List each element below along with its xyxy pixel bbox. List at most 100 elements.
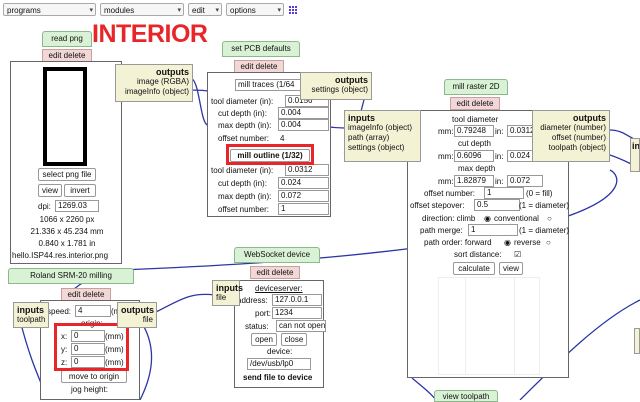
device-input[interactable]: /dev/usb/lp0: [247, 358, 311, 370]
send-file-button[interactable]: send file to device: [243, 373, 313, 382]
pcb-cut-depth-input[interactable]: 0.004: [278, 107, 329, 119]
input-toolpath[interactable]: toolpath: [17, 315, 46, 324]
pcb-row-label: max depth (in):: [218, 192, 272, 201]
inputs-heading: inputs: [216, 283, 243, 293]
mill-outline-button[interactable]: mill outline (1/32): [230, 149, 310, 162]
input-settings[interactable]: settings (object): [348, 143, 405, 152]
direction-conventional-radio[interactable]: ○: [547, 214, 552, 223]
dpi-input[interactable]: 1269.03: [55, 200, 99, 212]
offset-number-input[interactable]: 1: [484, 187, 524, 199]
read-png-outputs[interactable]: outputs image (RGBA) imageInfo (object): [115, 64, 193, 102]
tool-mm-input[interactable]: 0.79248: [454, 125, 494, 137]
z-input[interactable]: 0: [71, 356, 105, 368]
y-label: y:: [61, 345, 68, 354]
open-button[interactable]: open: [251, 333, 277, 346]
y-input[interactable]: 0: [71, 343, 105, 355]
output-image[interactable]: image (RGBA): [136, 77, 189, 86]
highlight-origin-xyz: [54, 323, 129, 371]
mill-raster-inputs[interactable]: inputs imageInfo (object) path (array) s…: [344, 110, 421, 162]
output-offset[interactable]: offset (number): [551, 133, 606, 142]
view-toolpath-title[interactable]: view toolpath: [434, 390, 498, 402]
websocket-inputs[interactable]: inputs file: [212, 280, 243, 306]
view-button[interactable]: view: [499, 262, 523, 275]
cut-mm-input[interactable]: 0.6096: [454, 150, 494, 162]
programs-select[interactable]: programs ▾: [3, 3, 96, 16]
close-button[interactable]: close: [281, 333, 307, 346]
in-label: in:: [495, 177, 504, 186]
websocket-edit-delete[interactable]: edit delete: [250, 266, 300, 279]
roland-outputs[interactable]: outputs file: [117, 302, 157, 328]
chevron-down-icon: ▾: [177, 7, 181, 14]
jog-height-label: jog height:: [71, 385, 108, 394]
x-input[interactable]: 0: [71, 330, 105, 342]
mill-raster-title[interactable]: mill raster 2D: [444, 79, 508, 95]
input-imageinfo[interactable]: imageInfo (object): [348, 123, 413, 132]
mill-traces-select[interactable]: mill traces (1/64: [235, 79, 305, 91]
path-order-reverse-radio[interactable]: ○: [546, 238, 551, 247]
mm-label: mm:: [438, 177, 454, 186]
path-order-label: path order: forward: [424, 238, 492, 247]
pcb-row-label: cut depth (in):: [218, 109, 267, 118]
pcb-row-label: max depth (in):: [218, 121, 272, 130]
pcb-defaults-outputs[interactable]: outputs settings (object): [300, 72, 372, 100]
address-input[interactable]: 127.0.0.1: [272, 294, 322, 306]
mill-raster-edit-delete[interactable]: edit delete: [450, 97, 500, 110]
roland-title[interactable]: Roland SRM-20 milling: [8, 268, 134, 284]
input-path[interactable]: path (array): [348, 133, 390, 142]
pcb-defaults-title[interactable]: set PCB defaults: [222, 41, 300, 57]
path-merge-input[interactable]: 1: [468, 224, 518, 236]
options-select[interactable]: options ▾: [226, 3, 284, 16]
modules-select[interactable]: modules ▾: [100, 3, 184, 16]
input-file[interactable]: file: [216, 293, 227, 302]
max-in-input[interactable]: 0.072: [507, 175, 543, 187]
read-png-title[interactable]: read png: [42, 31, 92, 47]
edit-select[interactable]: edit ▾: [188, 3, 222, 16]
edit-label: edit: [192, 6, 205, 15]
select-png-button[interactable]: select png file: [38, 168, 96, 181]
calculate-button[interactable]: calculate: [453, 262, 495, 275]
max-mm-input[interactable]: 1.82879: [454, 175, 494, 187]
output-diameter[interactable]: diameter (number): [540, 123, 606, 132]
chevron-down-icon: ▾: [89, 7, 93, 14]
tool-diameter-label: tool diameter: [452, 115, 499, 124]
sort-distance-checkbox[interactable]: ☑: [514, 250, 522, 259]
direction-climb-radio[interactable]: ◉: [484, 214, 491, 223]
status-value: can not open: [276, 320, 326, 332]
output-imageinfo[interactable]: imageInfo (object): [124, 87, 189, 96]
size-px: 1066 x 2260 px: [39, 215, 95, 224]
pcb-tool-diameter-2-input[interactable]: 0.0312: [285, 164, 329, 176]
port-input[interactable]: 1234: [272, 307, 322, 319]
in-label: in:: [495, 127, 504, 136]
pcb-max-depth-input[interactable]: 0.004: [278, 119, 329, 131]
output-settings[interactable]: settings (object): [311, 85, 368, 94]
mill-raster-outputs[interactable]: outputs diameter (number) offset (number…: [532, 110, 610, 162]
pcb-max-depth-2-input[interactable]: 0.072: [278, 190, 329, 202]
path-order-forward-radio[interactable]: ◉: [504, 238, 511, 247]
right-partial-inputs[interactable]: in: [630, 138, 640, 172]
pcb-offset-number-2-input[interactable]: 1: [278, 203, 329, 215]
output-file[interactable]: file: [142, 315, 153, 324]
right-partial-node[interactable]: [634, 328, 640, 354]
view-button[interactable]: view: [38, 184, 62, 197]
speed-input[interactable]: 4: [75, 305, 111, 317]
y-unit: (mm): [105, 345, 124, 354]
cut-depth-label: cut depth: [458, 139, 491, 148]
pcb-offset-number-value[interactable]: 4: [280, 134, 285, 143]
offset-stepover-input[interactable]: 0.5: [474, 199, 520, 211]
outputs-heading: outputs: [335, 75, 368, 85]
sort-distance-label: sort distance:: [454, 250, 502, 259]
outputs-heading: outputs: [156, 67, 189, 77]
grid-icon[interactable]: [289, 6, 297, 14]
websocket-title[interactable]: WebSocket device: [234, 247, 320, 263]
direction-label: direction: climb: [422, 214, 476, 223]
invert-button[interactable]: invert: [64, 184, 96, 197]
move-to-origin-button[interactable]: move to origin: [61, 370, 127, 383]
roland-inputs[interactable]: inputs toolpath: [13, 302, 49, 328]
wire-roland-down: [139, 319, 153, 400]
outputs-heading: outputs: [573, 113, 606, 123]
pcb-cut-depth-2-input[interactable]: 0.024: [278, 177, 329, 189]
x-unit: (mm): [105, 332, 124, 341]
png-filename: hello.ISP44.res.interior.png: [12, 251, 109, 260]
output-toolpath[interactable]: toolpath (object): [548, 143, 606, 152]
device-label: device:: [267, 347, 293, 356]
